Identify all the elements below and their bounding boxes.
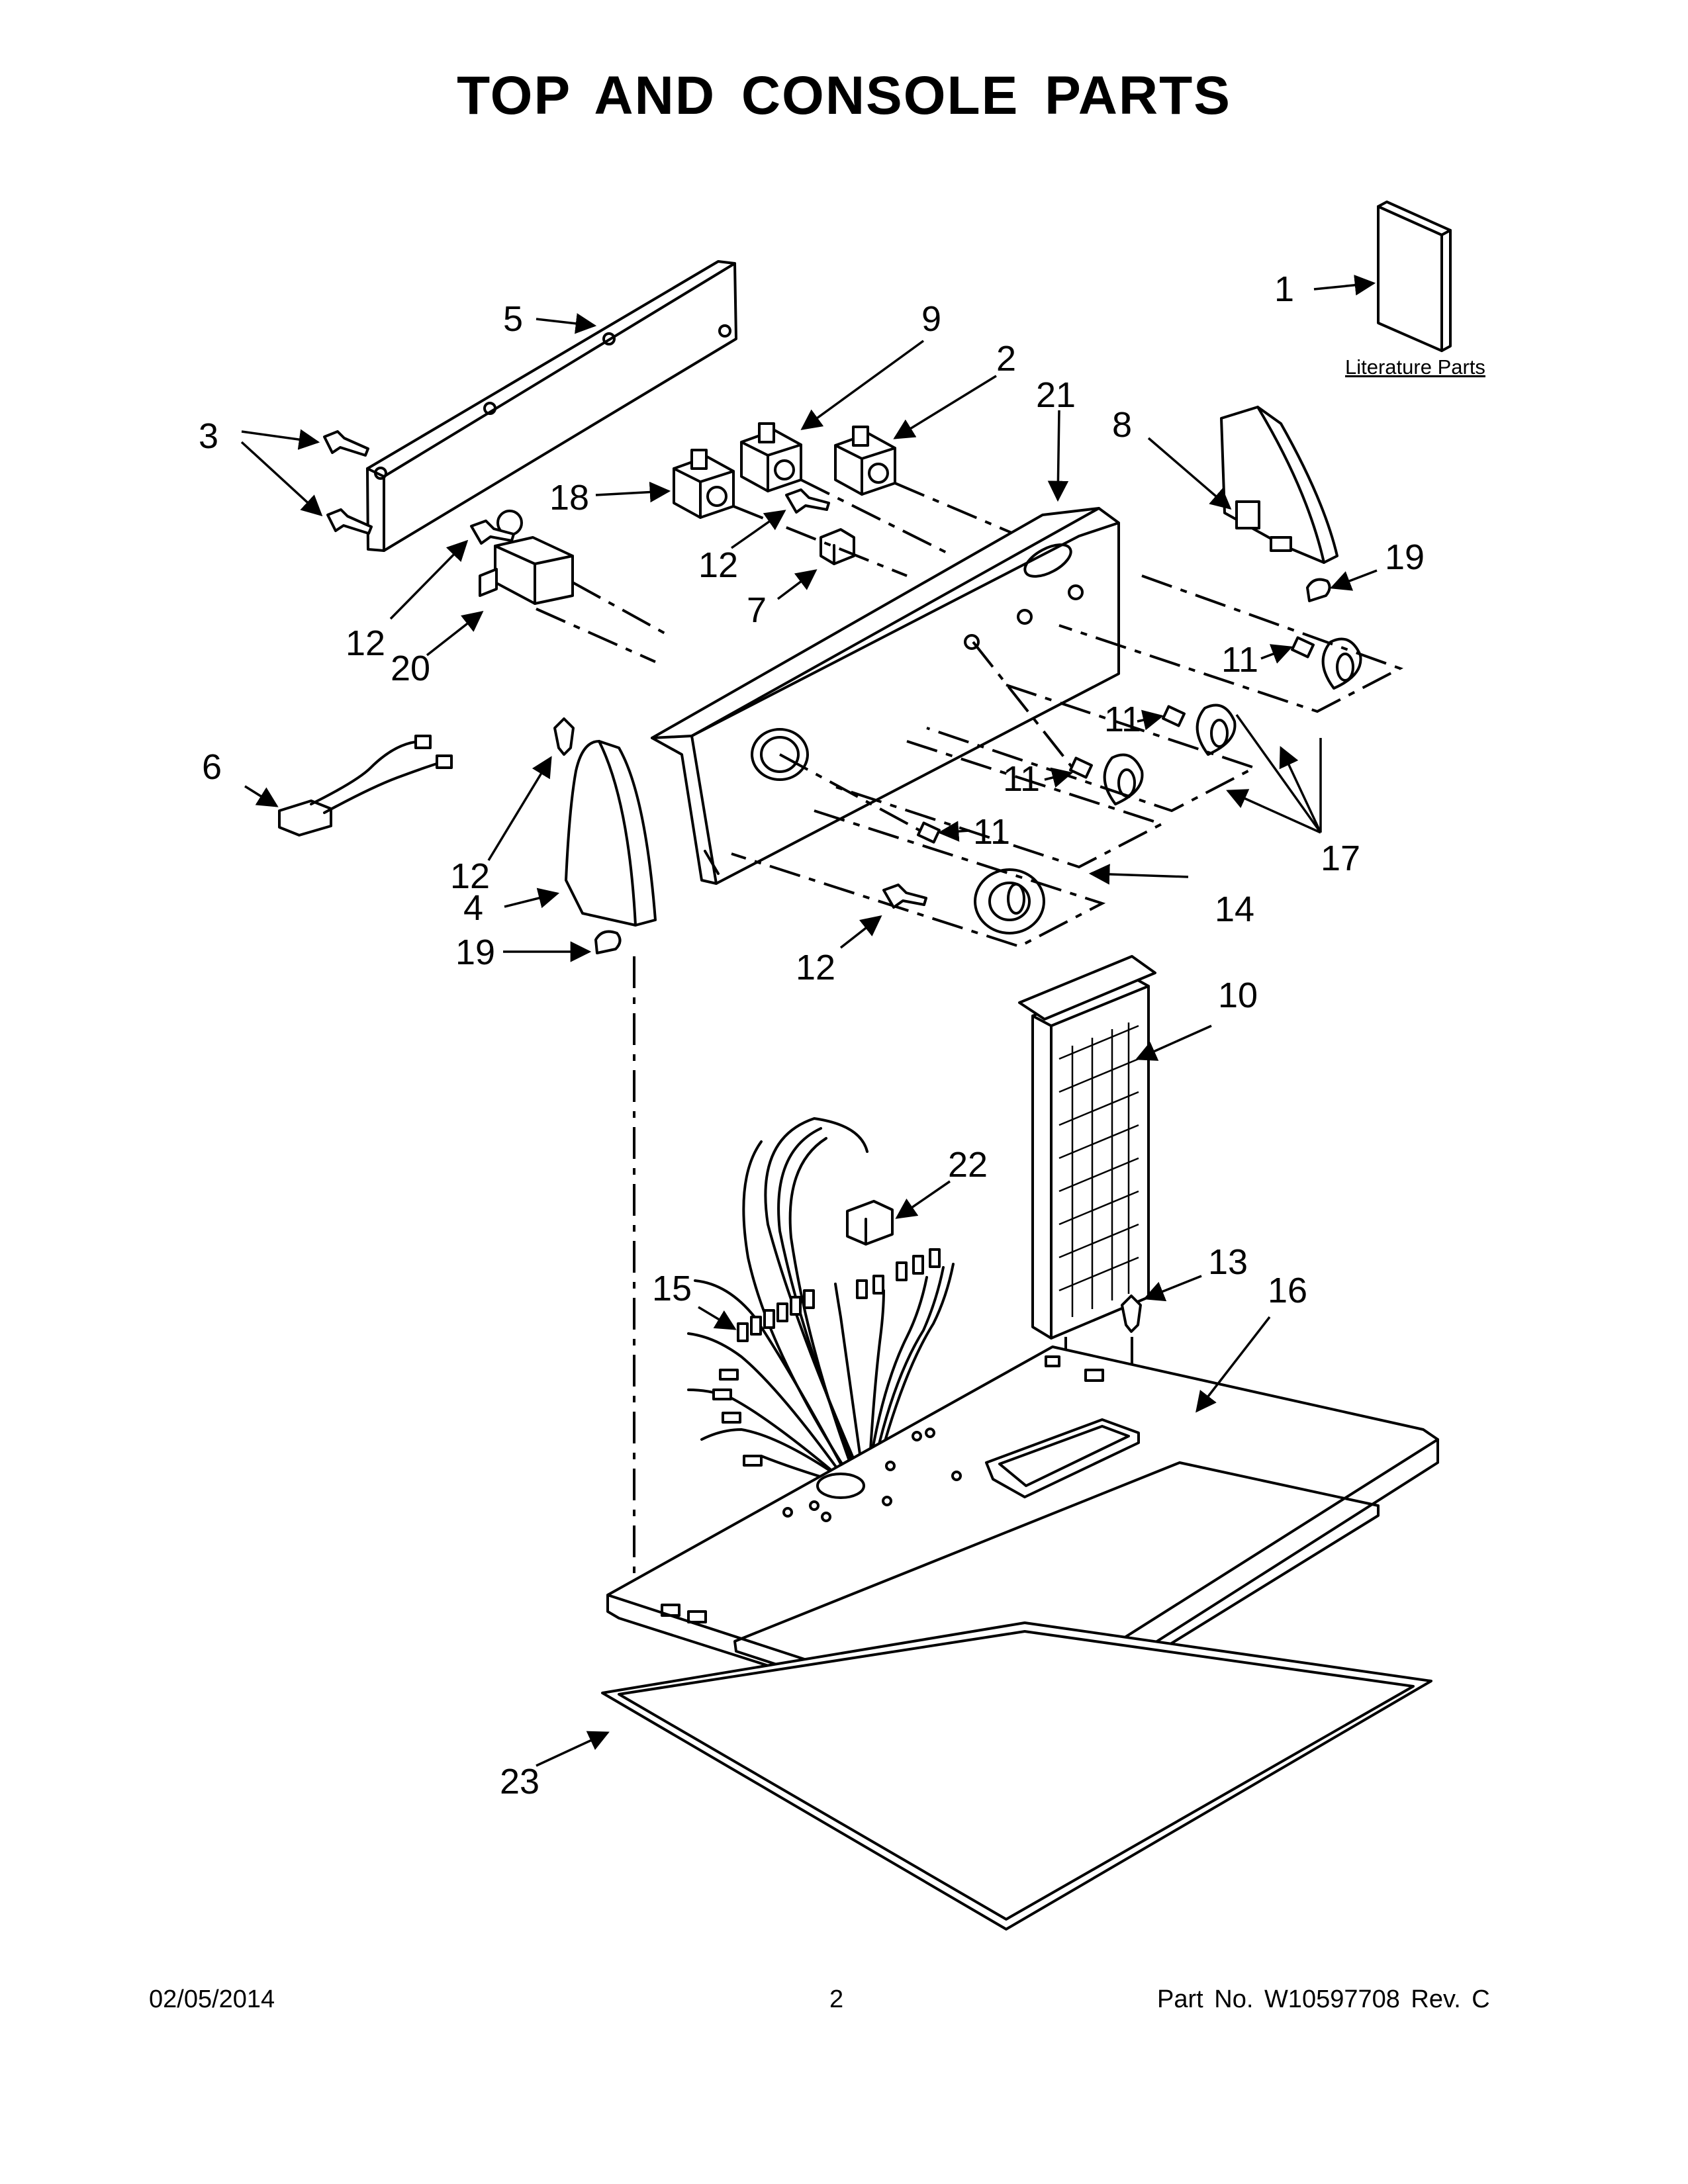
callout-12-bottom: 12 (796, 948, 835, 987)
main-wire-harness (687, 1117, 955, 1487)
insert-11-a (1290, 636, 1315, 659)
callout-15: 15 (652, 1269, 692, 1308)
console-end-cap-left (565, 740, 657, 927)
callout-labels: 1 Literature Parts 5 9 2 21 8 3 18 12 19… (199, 269, 1485, 1801)
callout-13: 13 (1208, 1242, 1248, 1282)
console-rear-bracket (366, 260, 737, 552)
callout-16: 16 (1268, 1271, 1307, 1310)
callout-11-a: 11 (1221, 640, 1258, 680)
connector-22 (846, 1200, 894, 1246)
console-end-cap-right (1220, 406, 1338, 564)
page-title: TOP AND CONSOLE PARTS (457, 66, 1231, 126)
console-connector-7 (820, 528, 855, 565)
callout-3: 3 (199, 416, 218, 456)
insert-11-c (1068, 756, 1094, 779)
footer-part-number: Part No. W10597708 Rev. C (1157, 1985, 1490, 2013)
screw-13 (1121, 1295, 1142, 1333)
footer-date: 02/05/2014 (149, 1985, 275, 2013)
clip-19-left (594, 930, 622, 954)
callout-12-end-cap: 12 (450, 856, 490, 896)
screw-12-left (470, 520, 515, 545)
callout-19-right: 19 (1385, 537, 1425, 577)
callout-12-left: 12 (346, 623, 385, 663)
callout-14: 14 (1215, 889, 1254, 929)
callout-8: 8 (1112, 405, 1132, 445)
lint-screen (1018, 955, 1156, 1340)
callout-10: 10 (1218, 976, 1258, 1015)
callout-2: 2 (996, 339, 1016, 379)
timer-switch (479, 510, 574, 605)
switch-18 (673, 449, 735, 519)
knob-17-c (1103, 753, 1144, 805)
callout-22: 22 (948, 1145, 988, 1185)
insert-11-b (1161, 705, 1186, 727)
callout-4: 4 (463, 888, 483, 928)
callout-7: 7 (747, 590, 767, 630)
callout-11-d: 11 (973, 812, 1010, 852)
knob-14 (974, 868, 1045, 934)
console-panel (651, 507, 1120, 885)
literature-parts-label: Literature Parts (1345, 355, 1485, 379)
footer-page-number: 2 (829, 1985, 844, 2013)
screw-12-middle (785, 488, 830, 514)
callout-6: 6 (202, 747, 222, 787)
knob-17-b (1196, 704, 1237, 756)
top-panel-underlay (601, 1621, 1432, 1931)
callout-20: 20 (391, 649, 430, 688)
callout-23: 23 (500, 1762, 539, 1801)
screw-12-end-cap (553, 717, 575, 756)
knob-17-a (1321, 637, 1362, 690)
insert-11-d (916, 821, 941, 844)
screw-12-bottom (882, 884, 927, 909)
callout-11-b: 11 (1104, 700, 1141, 739)
callout-1: 1 (1274, 269, 1294, 309)
callout-17: 17 (1321, 839, 1360, 878)
callout-11-c: 11 (1003, 759, 1040, 799)
callout-21: 21 (1036, 375, 1076, 415)
callout-19-left: 19 (455, 933, 495, 972)
literature-booklet (1377, 201, 1452, 352)
switch-2 (834, 426, 896, 496)
wire-harness-6 (278, 735, 453, 837)
screw-pair (323, 430, 373, 535)
switch-9 (740, 422, 802, 492)
callout-18: 18 (549, 478, 589, 518)
clip-19-right (1306, 578, 1331, 602)
callout-12-middle: 12 (698, 545, 738, 585)
callout-9: 9 (921, 299, 941, 339)
callout-5: 5 (503, 299, 523, 339)
